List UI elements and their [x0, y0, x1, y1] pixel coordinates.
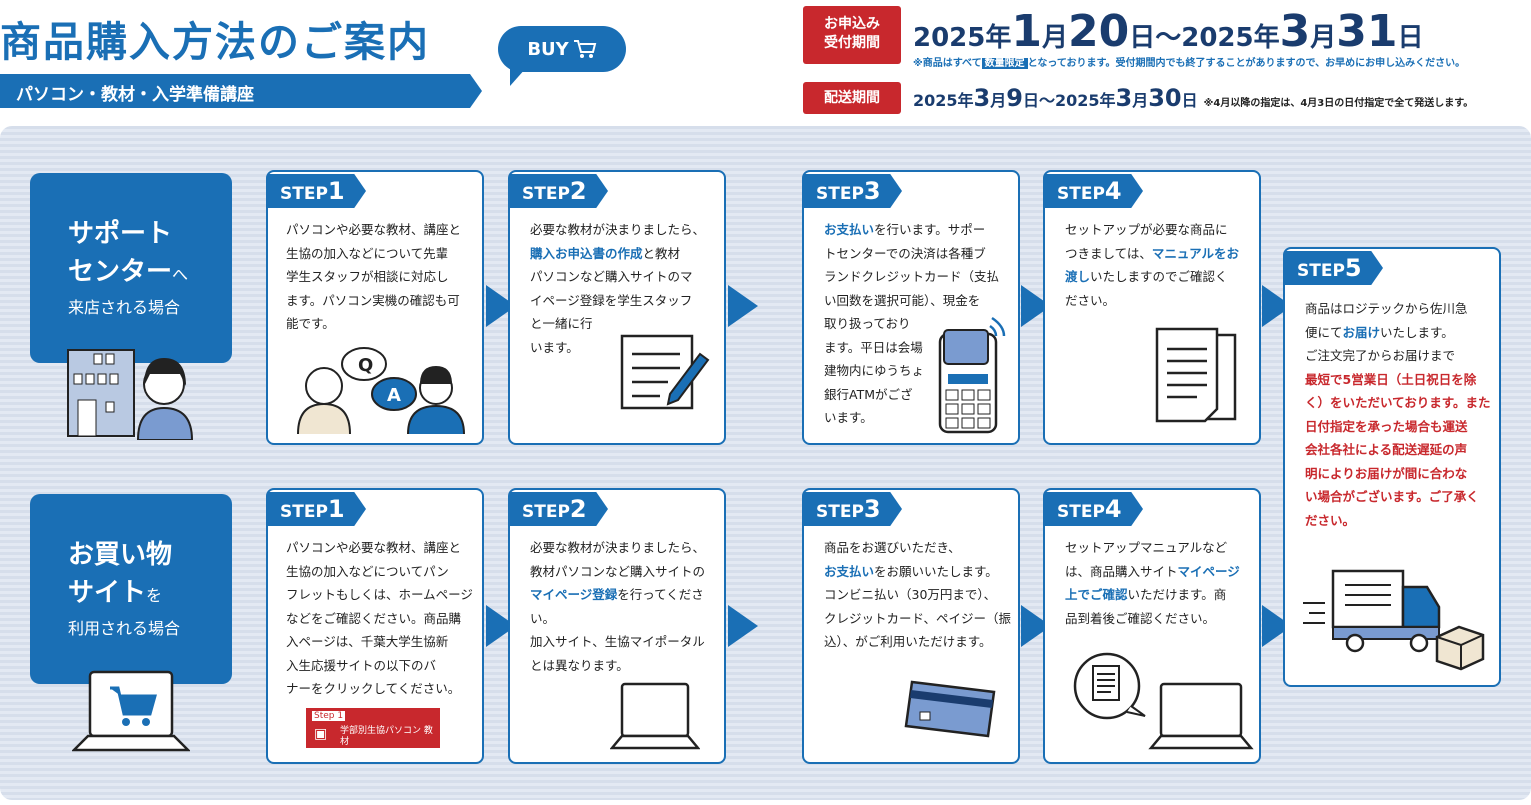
- row2-step1-card: STEP1 パソコンや必要な教材、講座と生協の加入などについてパンフレットもしく…: [266, 488, 484, 764]
- step-tag: STEP4: [1045, 174, 1143, 208]
- consultation-qa-icon: Q A: [297, 347, 465, 434]
- row1-step4-card: STEP4 セットアップが必要な商品につきましては、マニュアルをお渡しいたします…: [1043, 170, 1261, 445]
- cart-icon: [573, 40, 596, 58]
- shopping-site-label: お買い物 サイトを 利用される場合: [30, 494, 232, 684]
- support-center-label: サポート センターへ 来店される場合: [30, 173, 232, 363]
- row1-step2-card: STEP2 必要な教材が決まりましたら、購入お申込書の作成と教材パソコンなど購入…: [508, 170, 726, 445]
- svg-text:Q: Q: [358, 355, 373, 376]
- step-tag: STEP1: [268, 492, 366, 526]
- laptop-icon: [610, 682, 700, 750]
- delivery-period-label: 配送期間: [803, 82, 901, 114]
- coop-pc-banner-link[interactable]: Step 1 ▣ 学部別生協パソコン 教材: [306, 708, 440, 748]
- process-panel: [0, 126, 1531, 800]
- step-tag: STEP1: [268, 174, 366, 208]
- delivery-period: 2025年3月9日～2025年3月30日※4月以降の指定は、4月3日の日付指定で…: [913, 84, 1474, 112]
- arrow-right-icon: [728, 285, 758, 327]
- buy-badge: BUY: [498, 26, 626, 86]
- laptop-cart-icon: [72, 670, 190, 752]
- step-tag: STEP2: [510, 492, 608, 526]
- subtitle: パソコン・教材・入学準備講座: [16, 85, 254, 105]
- step-tag: STEP5: [1285, 251, 1383, 285]
- row1-step1-card: STEP1 パソコンや必要な教材、講座と生協の加入などについて先輩学生スタッフが…: [266, 170, 484, 445]
- building-staff-icon: [67, 349, 194, 440]
- step-tag: STEP3: [804, 174, 902, 208]
- card-terminal-icon: [938, 316, 1006, 434]
- step5-card: STEP5 商品はロジテックから佐川急便にてお届けいたします。ご注文完了からお届…: [1283, 247, 1501, 687]
- delivery-truck-icon: [1303, 569, 1485, 671]
- step-tag: STEP3: [804, 492, 902, 526]
- step-tag: STEP4: [1045, 492, 1143, 526]
- application-period-label: お申込み受付期間: [803, 6, 901, 64]
- row2-step4-card: STEP4 セットアップマニュアルなどは、商品購入サイトマイページ上でご確認いた…: [1043, 488, 1261, 764]
- laptop-icon: ▣: [314, 726, 328, 742]
- document-pen-icon: [620, 334, 710, 410]
- application-note: ※商品はすべて数量限定となっております。受付期間内でも終了することがありますので…: [913, 58, 1466, 69]
- row2-step2-card: STEP2 必要な教材が決まりましたら、教材パソコンなど購入サイトのマイページ登…: [508, 488, 726, 764]
- subtitle-banner: パソコン・教材・入学準備講座: [0, 74, 482, 108]
- arrow-right-icon: [728, 605, 758, 647]
- buy-label: BUY: [527, 38, 569, 60]
- step-tag: STEP2: [510, 174, 608, 208]
- application-period: 2025年1月20日～2025年3月31日: [913, 6, 1424, 57]
- row2-step3-card: STEP3 商品をお選びいただき、お支払いをお願いいたします。コンビニ払い（30…: [802, 488, 1020, 764]
- page-title: 商品購入方法のご案内: [0, 18, 430, 66]
- laptop-manual-icon: [1073, 652, 1254, 750]
- svg-text:A: A: [387, 385, 401, 406]
- credit-card-icon: [904, 680, 996, 738]
- row1-step3-card: STEP3 お支払いを行います。サポートセンターでの決済は各種ブランドクレジット…: [802, 170, 1020, 445]
- manual-document-icon: [1155, 327, 1237, 423]
